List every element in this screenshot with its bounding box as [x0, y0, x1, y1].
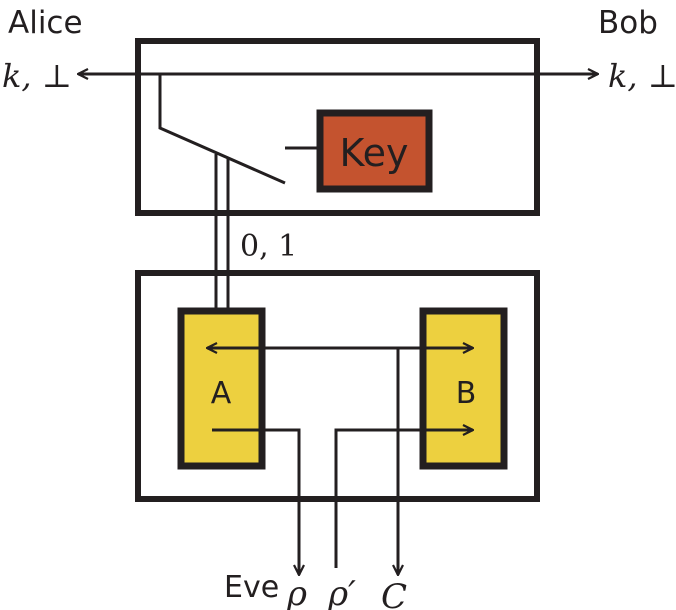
bob-output-label: k, ⊥ [608, 57, 676, 95]
device-b-label: B [456, 376, 477, 411]
channel-label: 0, 1 [240, 229, 297, 264]
device-b-block [419, 307, 508, 470]
device-a-block [177, 307, 266, 470]
eve-label: Eve [224, 570, 279, 605]
rho-prime-input-arrow [334, 430, 473, 568]
device-a-label: A [211, 376, 232, 411]
key-label: Key [340, 131, 409, 175]
bob-label: Bob [598, 5, 658, 41]
rho-label: ρ [286, 574, 307, 610]
switch-wire [158, 74, 286, 185]
alice-output-label: k, ⊥ [2, 57, 72, 95]
key-extraction-box [135, 38, 540, 216]
alice-label: Alice [8, 5, 83, 41]
key-block [316, 109, 433, 193]
c-label: C [381, 577, 407, 610]
rho-output-arrow [212, 428, 299, 575]
rho-prime-label: ρ′ [327, 574, 356, 610]
